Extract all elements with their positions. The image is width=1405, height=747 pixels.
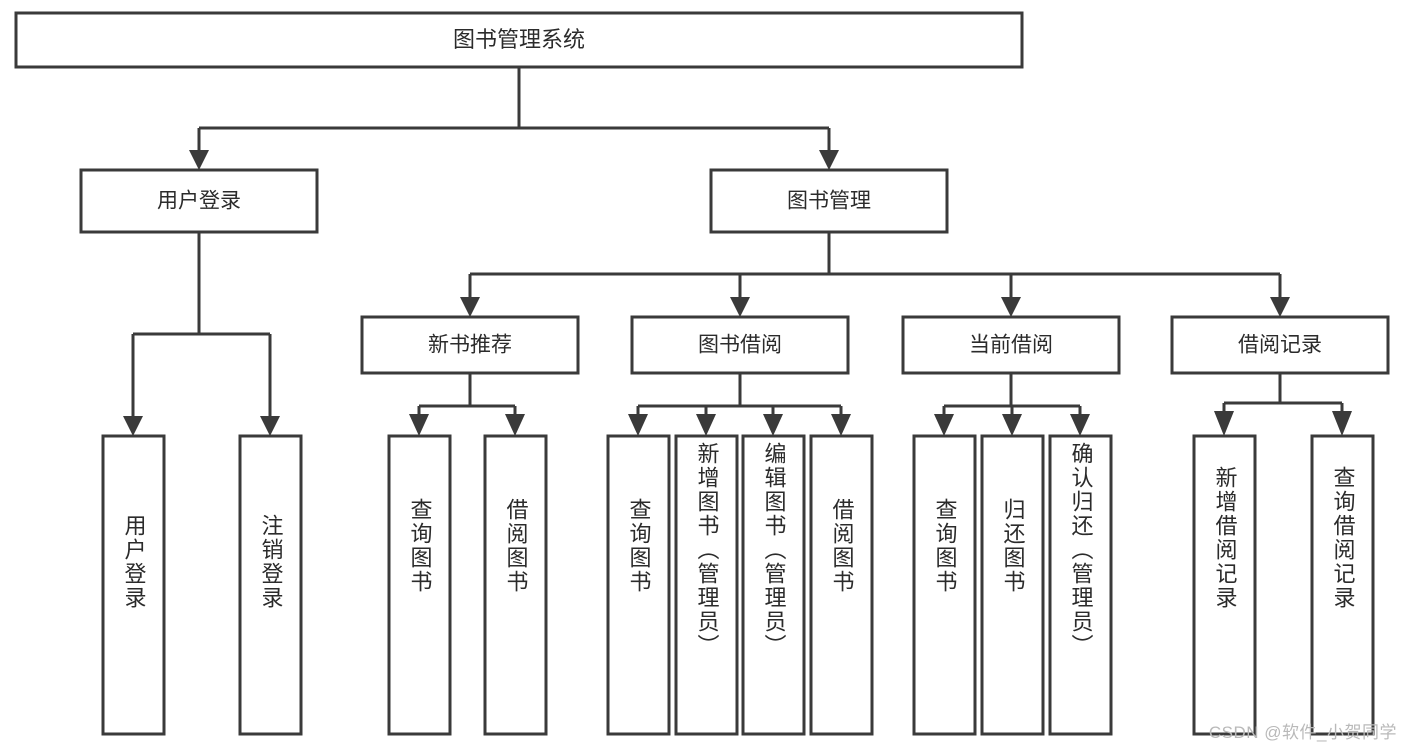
leaf-box-br-1[interactable] [1192,434,1257,736]
arrowhead-leaf-cb-3 [1070,414,1090,436]
leaf-box-bb-1[interactable] [606,434,671,736]
arrowhead-leaf-user-login-1 [123,416,143,436]
node-book-borrow-label: 图书借阅 [698,334,782,357]
leaf-box-nbr-2[interactable] [483,434,548,736]
leaf-box-bb-2[interactable] [674,434,739,736]
leaf-box-user-login-2[interactable] [238,434,303,736]
leaf-box-nbr-1[interactable] [387,434,452,736]
node-user-login-label: 用户登录 [157,190,241,213]
node-current-borrow[interactable] [901,315,1121,375]
arrowhead-leaf-nbr-1 [409,414,429,436]
arrowhead-leaf-bb-4 [831,414,851,436]
node-root-label: 图书管理系统 [453,27,585,52]
arrowhead-leaf-nbr-2 [505,414,525,436]
arrowhead-leaf-user-login-2 [260,416,280,436]
leaf-box-user-login-1[interactable] [101,434,166,736]
arrowhead-leaf-bb-2 [696,414,716,436]
csdn-watermark: CSDN @软件_小贺同学 [1208,723,1397,742]
leaf-box-cb-3[interactable] [1048,434,1113,736]
arrowhead-leaf-cb-1 [934,414,954,436]
connector-group-root [189,67,839,170]
node-book-manage[interactable] [709,168,949,234]
arrowhead-leaf-br-2 [1332,411,1352,436]
node-book-borrow[interactable] [630,315,850,375]
node-borrow-record[interactable] [1170,315,1390,375]
arrowhead-leaf-bb-1 [628,414,648,436]
leaf-box-cb-1[interactable] [912,434,977,736]
node-user-login[interactable] [79,168,319,234]
connector-group-book-borrow [628,373,851,436]
leaf-box-cb-2[interactable] [980,434,1045,736]
arrowhead-borrow-record [1270,297,1290,317]
leaf-box-br-2[interactable] [1310,434,1375,736]
connector-group-current-borrow [934,373,1090,436]
connector-group-book-manage [460,232,1290,317]
arrowhead-book-manage [819,150,839,170]
node-book-manage-label: 图书管理 [787,190,871,213]
arrowhead-leaf-br-1 [1214,411,1234,436]
arrowhead-book-borrow [730,297,750,317]
node-root[interactable] [14,11,1024,69]
node-new-book-recommend[interactable] [360,315,580,375]
connector-group-user-login [123,232,280,436]
node-new-book-recommend-label: 新书推荐 [428,334,512,357]
node-current-borrow-label: 当前借阅 [969,334,1053,357]
arrowhead-current-borrow [1001,297,1021,317]
leaf-box-bb-4[interactable] [809,434,874,736]
arrowhead-leaf-cb-2 [1002,414,1022,436]
arrowhead-leaf-bb-3 [763,414,783,436]
connector-group-new-book-recommend [409,373,525,436]
arrowhead-new-book-recommend [460,297,480,317]
arrowhead-user-login [189,150,209,170]
leaf-box-bb-3[interactable] [741,434,806,736]
connector-group-borrow-record [1214,373,1352,436]
node-borrow-record-label: 借阅记录 [1238,334,1322,357]
